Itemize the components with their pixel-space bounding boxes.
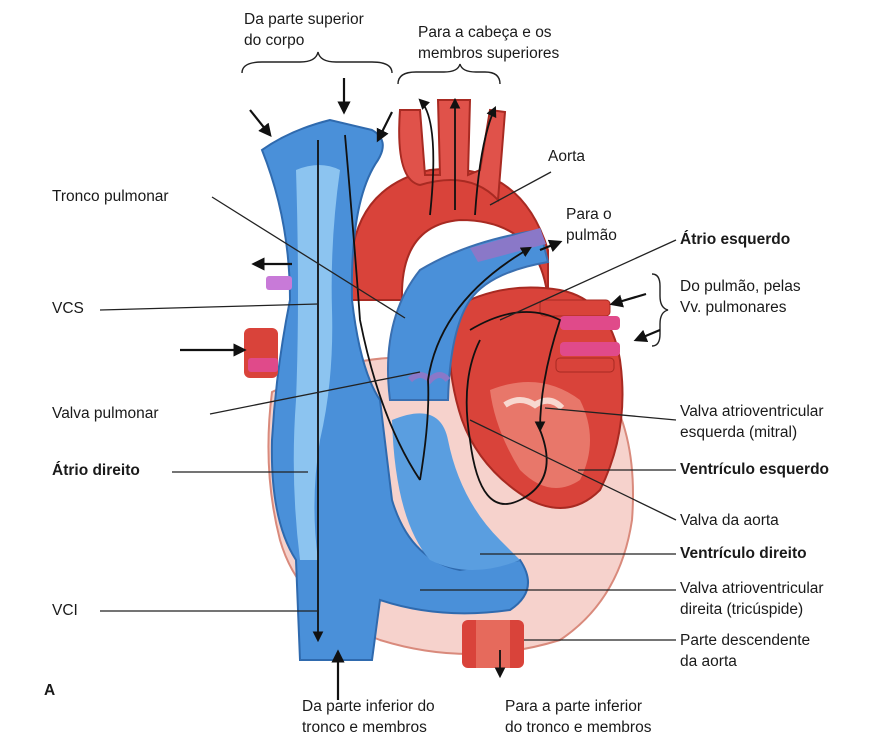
- label-head-limbs-line-1: Para a cabeça e os: [418, 22, 559, 43]
- label-mitral-valve-line-1: Valva atrioventricular: [680, 401, 824, 422]
- left-vessel-lower-inner: [248, 358, 278, 372]
- bracket-upper-body: [242, 52, 392, 73]
- label-descending-aorta: Parte descendente da aorta: [680, 630, 810, 672]
- label-lower-body-in-line-1: Da parte inferior do: [302, 696, 435, 717]
- label-vci: VCI: [52, 600, 78, 621]
- label-aorta: Aorta: [548, 146, 585, 167]
- label-tricuspid-valve: Valva atrioventricular direita (tricúspi…: [680, 578, 824, 620]
- label-head-limbs-line-2: membros superiores: [418, 43, 559, 64]
- label-lower-body-out-line-2: do tronco e membros: [505, 717, 651, 738]
- bracket-head-limbs: [398, 64, 500, 84]
- label-descending-aorta-line-2: da aorta: [680, 651, 810, 672]
- label-tricuspid-valve-line-1: Valva atrioventricular: [680, 578, 824, 599]
- label-right-ventricle: Ventrículo direito: [680, 543, 807, 564]
- bracket-pulmonary-veins: [652, 274, 668, 346]
- label-left-ventricle: Ventrículo esquerdo: [680, 459, 829, 480]
- label-to-lung-line-2: pulmão: [566, 225, 617, 246]
- label-upper-body-line-1: Da parte superior: [244, 9, 364, 30]
- left-vessel-upper: [266, 276, 292, 290]
- label-pulmonary-trunk: Tronco pulmonar: [52, 186, 169, 207]
- label-from-lung: Do pulmão, pelas Vv. pulmonares: [680, 276, 801, 318]
- label-mitral-valve: Valva atrioventricular esquerda (mitral): [680, 401, 824, 443]
- figure-letter: A: [44, 680, 55, 701]
- label-upper-body-line-2: do corpo: [244, 30, 364, 51]
- label-from-lung-line-2: Vv. pulmonares: [680, 297, 801, 318]
- label-pulmonary-valve: Valva pulmonar: [52, 403, 159, 424]
- label-to-lung: Para o pulmão: [566, 204, 617, 246]
- label-tricuspid-valve-line-2: direita (tricúspide): [680, 599, 824, 620]
- label-lower-body-in: Da parte inferior do tronco e membros: [302, 696, 435, 738]
- label-vcs: VCS: [52, 298, 84, 319]
- label-head-limbs: Para a cabeça e os membros superiores: [418, 22, 559, 64]
- label-to-lung-line-1: Para o: [566, 204, 617, 225]
- label-mitral-valve-line-2: esquerda (mitral): [680, 422, 824, 443]
- label-lower-body-in-line-2: tronco e membros: [302, 717, 435, 738]
- label-left-atrium: Átrio esquerdo: [680, 229, 790, 250]
- label-descending-aorta-line-1: Parte descendente: [680, 630, 810, 651]
- label-from-lung-line-1: Do pulmão, pelas: [680, 276, 801, 297]
- label-right-atrium: Átrio direito: [52, 460, 140, 481]
- descending-aorta-lumen: [476, 620, 510, 668]
- label-lower-body-out: Para a parte inferior do tronco e membro…: [505, 696, 651, 738]
- label-lower-body-out-line-1: Para a parte inferior: [505, 696, 651, 717]
- label-upper-body: Da parte superior do corpo: [244, 9, 364, 51]
- label-aortic-valve: Valva da aorta: [680, 510, 779, 531]
